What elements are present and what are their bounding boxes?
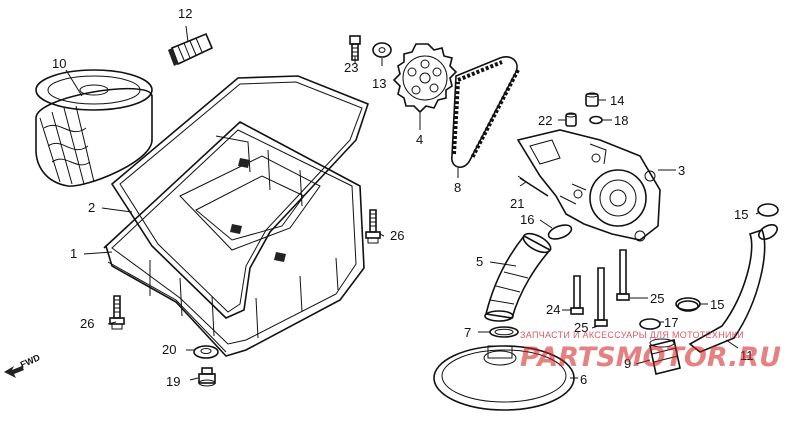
- o-ring-15-upper: [757, 203, 779, 217]
- o-ring-18: [589, 115, 603, 125]
- callout-15-lower: 15: [710, 297, 724, 312]
- watermark: ЗАПЧАСТИ И АКСЕССУАРЫ ДЛЯ МОТОТЕХНИКИ PA…: [520, 330, 781, 373]
- callout-20: 20: [162, 342, 176, 357]
- oil-pan-gasket: [110, 75, 369, 319]
- dowel-pin-14: [585, 92, 599, 107]
- bolt-26-left: [109, 295, 125, 330]
- drain-bolt: [198, 367, 216, 387]
- callout-21: 21: [510, 196, 524, 211]
- callout-2: 2: [88, 200, 95, 215]
- o-ring-17: [639, 318, 661, 330]
- callout-6: 6: [580, 372, 587, 387]
- oil-pipe-fitting: [168, 32, 214, 66]
- o-ring-7: [489, 326, 519, 338]
- callout-18: 18: [614, 113, 628, 128]
- callout-26-right: 26: [390, 228, 404, 243]
- callout-4: 4: [416, 132, 423, 147]
- callout-11: 11: [740, 348, 754, 363]
- sprocket-bolt: [349, 35, 361, 61]
- callout-1: 1: [70, 246, 77, 261]
- callout-14: 14: [610, 93, 624, 108]
- callout-19: 19: [166, 374, 180, 389]
- bolt-25-lower: [594, 267, 608, 327]
- oil-filter: [35, 69, 153, 187]
- watermark-tagline: ЗАПЧАСТИ И АКСЕССУАРЫ ДЛЯ МОТОТЕХНИКИ: [520, 330, 744, 340]
- callout-25-upper: 25: [650, 291, 664, 306]
- pin-21: [517, 175, 549, 197]
- callout-10: 10: [52, 56, 66, 71]
- bolt-24: [570, 275, 584, 315]
- bolt-26-right: [365, 209, 381, 244]
- callout-7: 7: [464, 325, 471, 340]
- bolt-25-upper: [616, 249, 630, 301]
- callout-9: 9: [624, 356, 631, 371]
- fwd-label: FWD: [19, 352, 42, 370]
- o-ring-16: [547, 224, 573, 240]
- callout-5: 5: [476, 254, 483, 269]
- callout-26-left: 26: [80, 316, 94, 331]
- callout-24: 24: [546, 302, 560, 317]
- pipe-fitting-9: [649, 338, 681, 375]
- callout-labels: 10 12 2 1 26 20 19 26 23 13 4 8 14 18 22…: [52, 6, 754, 389]
- oil-pump: [516, 129, 661, 242]
- leader-lines: [65, 25, 761, 381]
- callout-22: 22: [538, 113, 552, 128]
- oil-pump-chain: [451, 56, 520, 168]
- sprocket-washer: [372, 42, 392, 58]
- watermark-logo: PARTSMOTOR.RU: [520, 342, 781, 373]
- callout-16: 16: [520, 212, 534, 227]
- callout-23: 23: [344, 60, 358, 75]
- callout-3: 3: [678, 163, 685, 178]
- oil-strainer-pipe: [484, 232, 552, 322]
- callout-15-upper: 15: [734, 207, 748, 222]
- oil-pipe: [677, 223, 778, 353]
- callout-17: 17: [664, 315, 678, 330]
- callout-8: 8: [454, 180, 461, 195]
- oil-pan: [103, 121, 365, 357]
- callout-12: 12: [178, 6, 192, 21]
- drain-washer: [193, 345, 219, 359]
- callout-13: 13: [372, 76, 386, 91]
- collar-22: [565, 112, 577, 127]
- forward-direction-indicator: FWD: [4, 352, 42, 378]
- callout-25-lower: 25: [574, 320, 588, 335]
- oil-pump-sprocket: [392, 43, 458, 114]
